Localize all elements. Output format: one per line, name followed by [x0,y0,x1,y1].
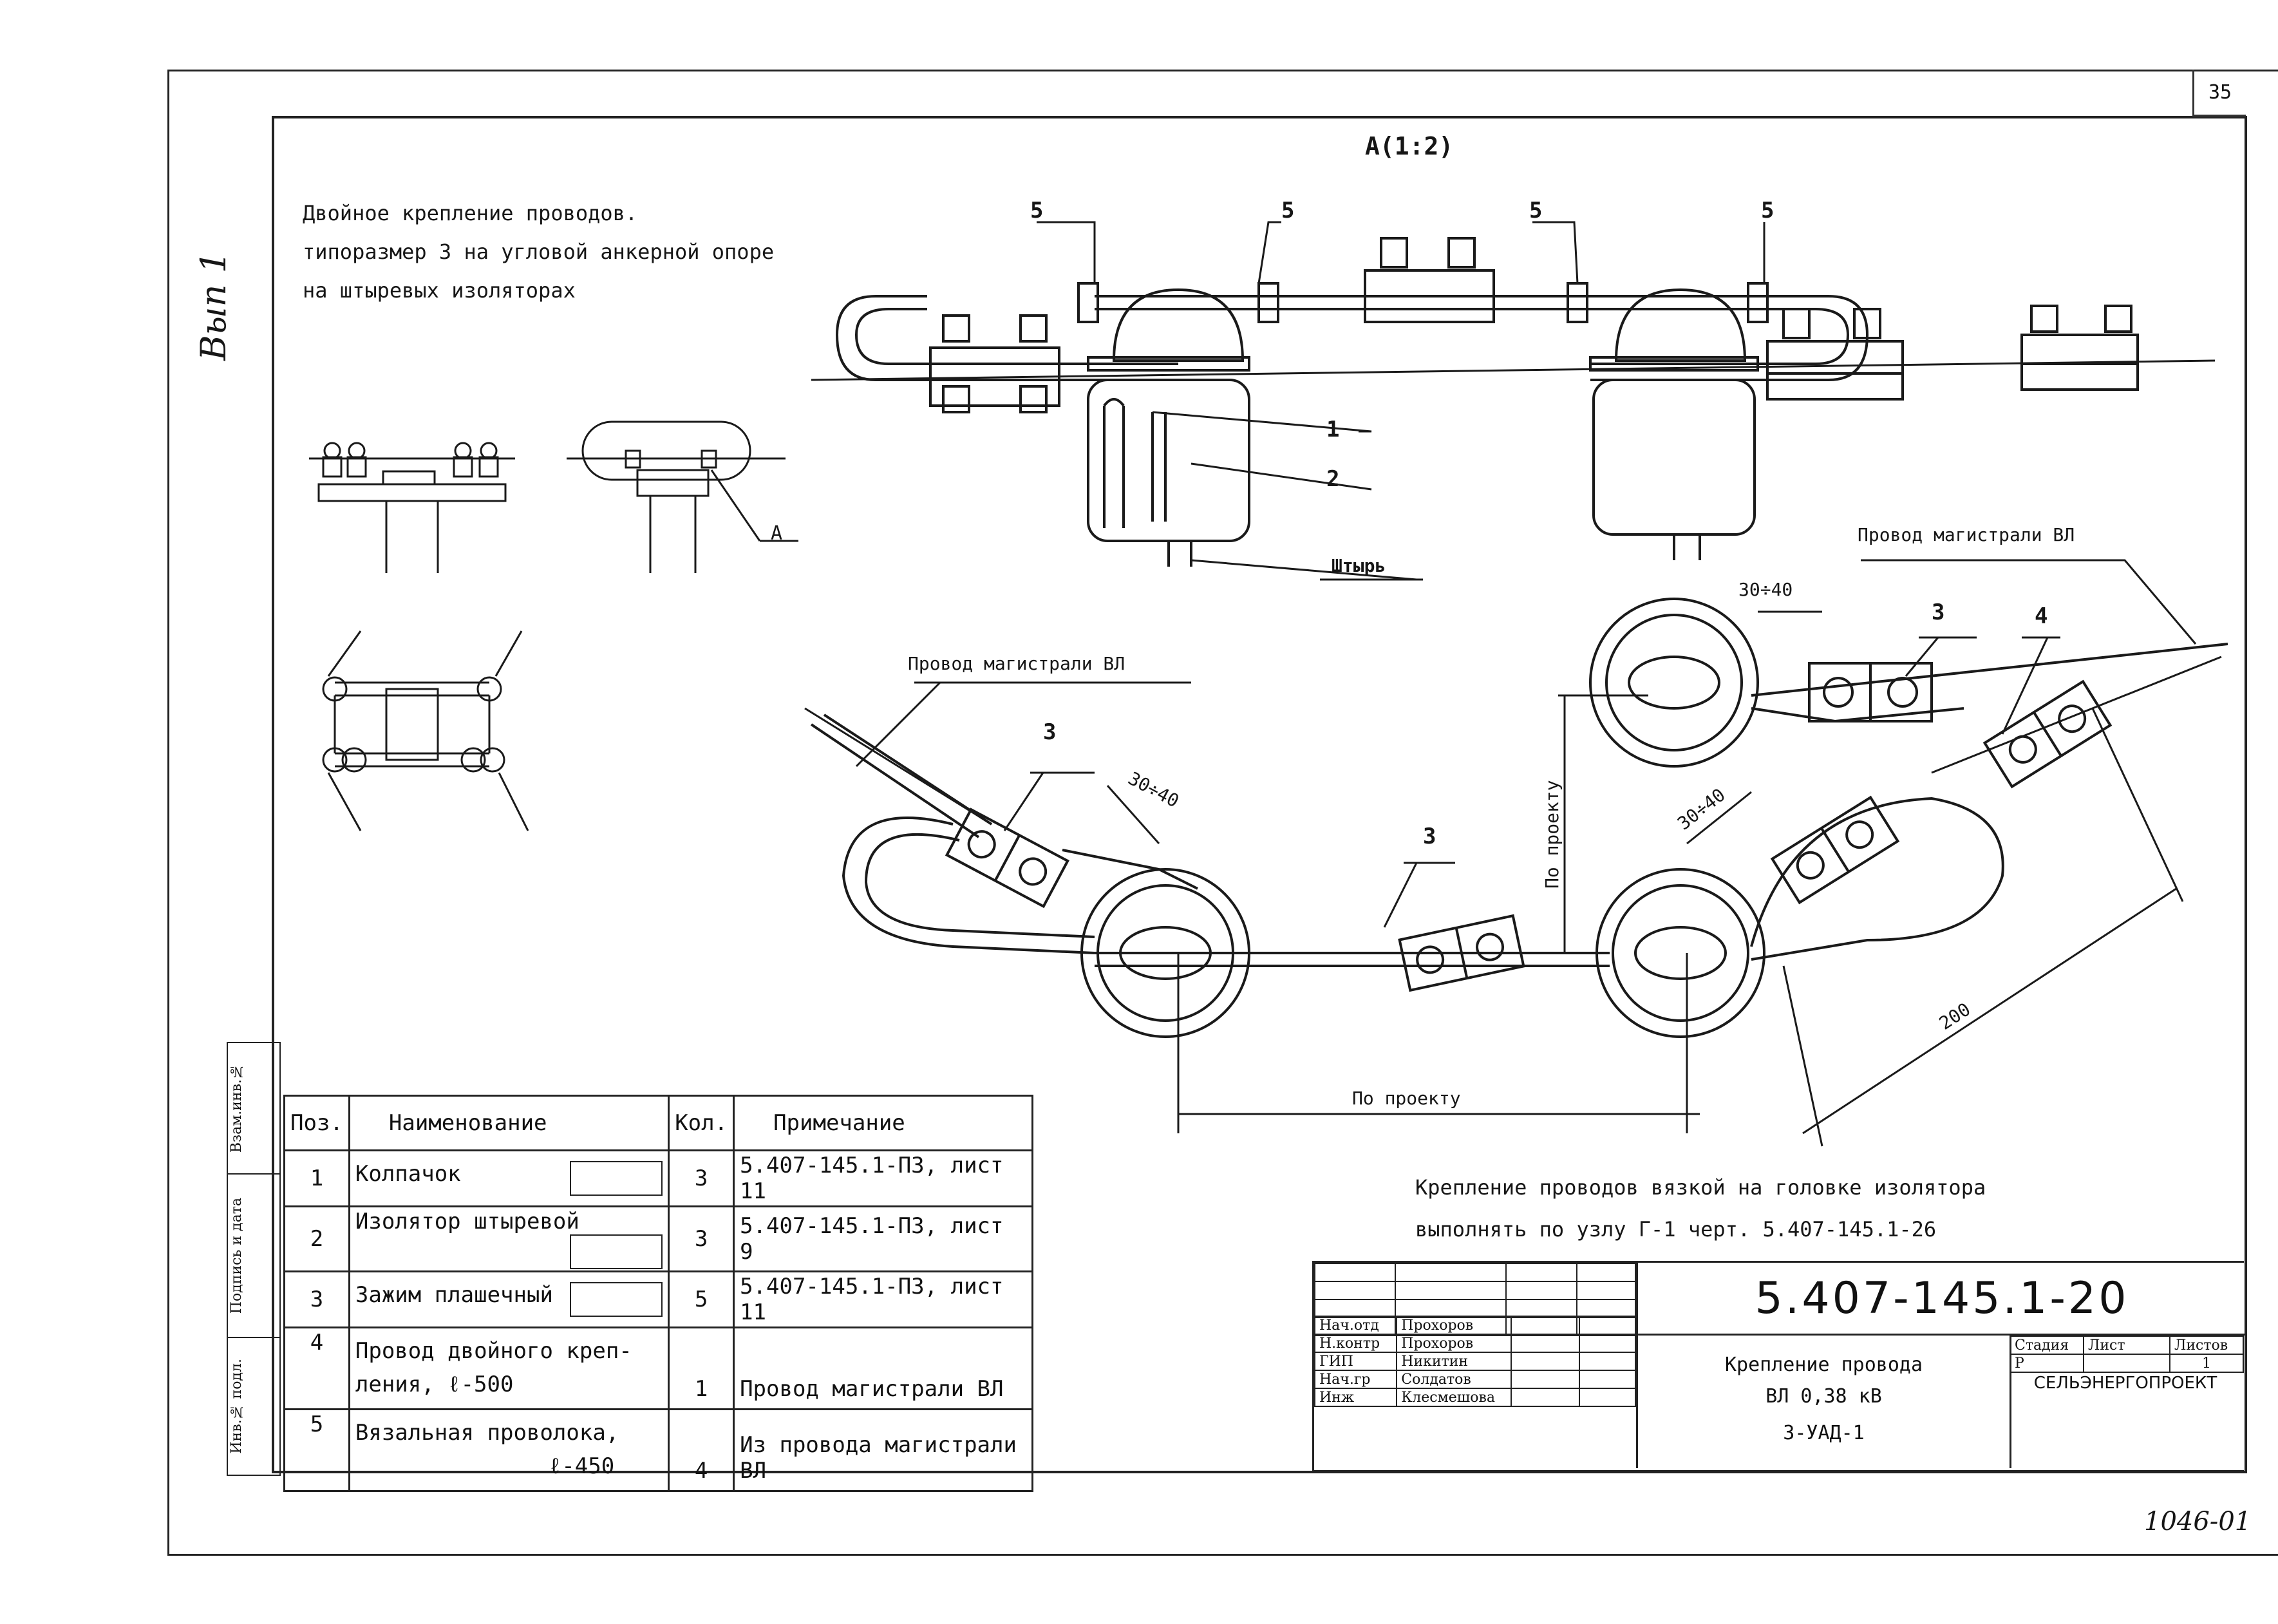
dim-200: 200 [1935,999,1974,1034]
callout-5a: 5 [1030,198,1043,223]
spec-header-row: Поз. Наименование Кол. Примечание [283,1095,1033,1151]
drawing-title-line-1: Крепление провода [1724,1354,1923,1376]
spec-header-pos: Поз. [283,1095,350,1151]
stage-label: Стадия [2010,1336,2084,1355]
spec-item-name-cont: ления, ℓ-500 [355,1372,514,1397]
dim-30-40-a: 30÷40 [1738,579,1793,600]
spec-row: 2 Изолятор штыревой 3 5.407-145.1-ПЗ, ли… [283,1205,1033,1272]
label-main-wire-right: Провод магистрали ВЛ [1858,524,2075,545]
overview-front-view [567,420,798,573]
drawing-frame-outer [167,70,2278,1556]
note-line-2: выполнять по узлу Г-1 черт. 5.407-145.1-… [1415,1217,1937,1242]
stage-value: Р [2010,1354,2084,1373]
organization-name: СЕЛЬЭНЕРГОПРОЕКТ [2033,1374,2217,1393]
callout-3b: 3 [1423,824,1436,849]
spec-header-name: Наименование [348,1095,670,1151]
overview-side-view [309,442,515,573]
side-stamp-signature: Подпись и дата [229,1197,245,1314]
sheet-number: 35 [2192,70,2246,117]
spec-item-name: Изолятор штыревой [355,1209,579,1234]
side-stamp-replacement: Взам.инв.№ [229,1063,245,1153]
callout-pin: Штырь [1332,555,1386,576]
description-line-2: типоразмер 3 на угловой анкерной опоре [303,240,775,264]
callout-5b: 5 [1281,198,1294,223]
view-label: А(1:2) [1365,132,1454,160]
side-stamp-inventory: Инв.№ подл. [229,1359,245,1454]
drawing-title-line-2: ВЛ 0,38 кВ [1765,1385,1882,1408]
dim-by-project-horizontal: По проекту [1352,1088,1461,1109]
spec-item-name: Зажим плашечный [355,1282,553,1308]
spec-item-box [570,1234,663,1269]
spec-item-name-cont: ℓ-450 [548,1453,615,1479]
callout-4: 4 [2035,603,2047,629]
sheets-value: 1 [2169,1354,2244,1373]
spec-row: 1 Колпачок 3 5.407-145.1-ПЗ, лист 11 [283,1149,1033,1207]
callout-5d: 5 [1761,198,1774,223]
overview-plan-view [322,630,529,831]
spec-item-box [570,1161,663,1196]
plan-view [804,559,2228,1147]
spec-header-qty: Кол. [668,1095,735,1151]
spec-header-note: Примечание [733,1095,1033,1151]
label-main-wire-left: Провод магистрали ВЛ [908,653,1125,674]
overview-callout-a: А [771,522,782,545]
spec-item-box [570,1282,663,1317]
spec-item-name: Провод двойного креп- [355,1338,632,1364]
description-line-3: на штыревых изоляторах [303,278,576,303]
description-line-1: Двойное крепление проводов. [303,201,638,225]
spec-row: 5 Вязальная проволока,ℓ-450 4 Из провода… [283,1408,1033,1492]
drawing-frame-inner [272,116,2247,1473]
callout-3c: 3 [1932,600,1944,625]
callout-3a: 3 [1043,719,1056,745]
dim-30-40-b: 30÷40 [1125,768,1183,812]
bottom-note: 1046-01 [2144,1507,2252,1536]
drawing-title-line-3: 3-УАД-1 [1783,1422,1865,1444]
spec-item-name: Колпачок [355,1161,461,1187]
side-stamp: Взам.инв.№ Подпись и дата Инв.№ подл. [227,1042,281,1476]
spec-row: 3 Зажим плашечный 5 5.407-145.1-ПЗ, лист… [283,1270,1033,1328]
dim-30-40-c: 30÷40 [1673,784,1729,835]
document-code: 5.407-145.1-20 [1636,1263,2246,1336]
elevation-view [811,221,2216,581]
sheets-label: Листов [2169,1336,2244,1355]
specification-table: Поз. Наименование Кол. Примечание 1 Колп… [283,1095,1033,1492]
dim-by-project-vertical: По проекту [1541,780,1563,889]
callout-5c: 5 [1529,198,1542,223]
note-line-1: Крепление проводов вязкой на головке изо… [1415,1175,1986,1200]
spec-row: 4 Провод двойного креп-ления, ℓ-500 1 Пр… [283,1327,1033,1410]
callout-1: 1 [1326,417,1339,442]
drawing-title: Крепление провода ВЛ 0,38 кВ 3-УАД-1 [1636,1336,2011,1468]
sheet-label: Лист [2083,1336,2170,1355]
callout-2: 2 [1326,466,1339,492]
spec-item-name: Вязальная проволока, [355,1420,619,1446]
